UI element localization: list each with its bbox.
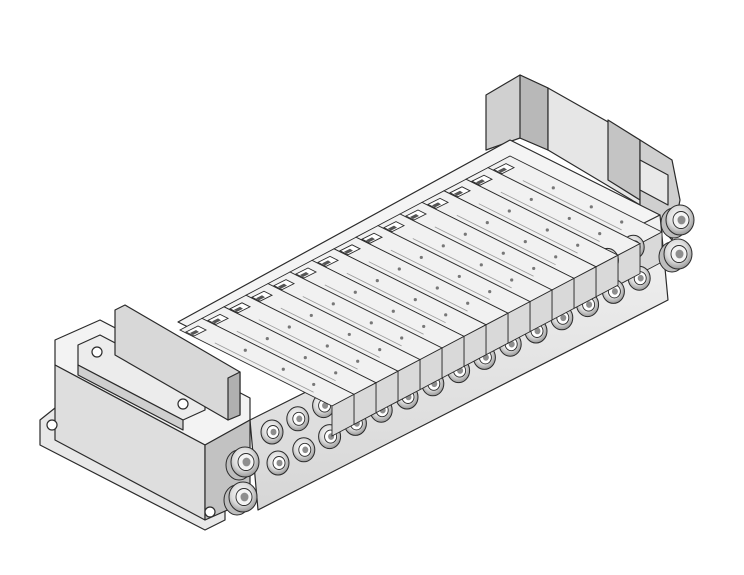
port-fitting [292,437,316,463]
supply-fitting [225,446,260,481]
right-supply-fittings [658,204,695,273]
valve-station [333,236,509,356]
valve-station [487,155,663,275]
supply-fitting [660,204,695,239]
valve-station [245,283,421,402]
supply-fitting [223,481,258,516]
port-fitting [286,406,310,432]
valve-stations [179,155,663,476]
port-fitting [260,419,284,445]
valve-station [223,294,399,414]
valve-station [465,167,641,286]
valve-station [267,271,443,391]
valve-station [355,225,531,344]
left-supply-fittings [223,446,260,516]
valve-station [399,201,575,321]
valve-station [179,317,355,437]
valve-station [201,306,377,426]
supply-fitting [658,238,693,273]
port-fitting [266,450,290,476]
valve-station [289,259,465,379]
